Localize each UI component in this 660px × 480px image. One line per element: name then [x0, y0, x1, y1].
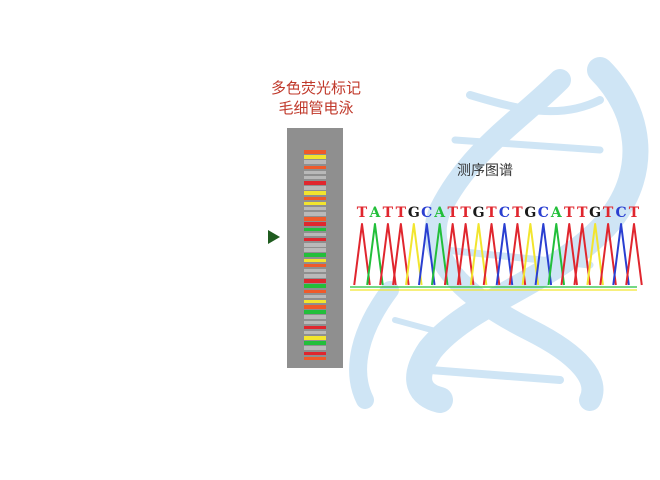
base-call: T	[460, 205, 471, 221]
band-orange	[304, 305, 326, 309]
base-call: T	[356, 205, 368, 221]
peak-T	[456, 223, 475, 286]
band-gray	[304, 206, 326, 211]
peak-C	[417, 223, 436, 286]
peak-T	[599, 223, 617, 286]
peak-T	[392, 223, 410, 286]
band-green	[304, 253, 326, 257]
base-call: T	[512, 205, 523, 221]
capillary-title-line2: 毛细管电泳	[278, 99, 354, 117]
band-green	[304, 310, 326, 314]
base-call: G	[407, 205, 420, 221]
band-green	[304, 227, 326, 232]
base-call: A	[369, 205, 381, 221]
band-red	[304, 222, 326, 226]
band-gray	[304, 232, 326, 237]
base-call: T	[447, 205, 458, 221]
band-gray	[304, 320, 326, 325]
peak-T	[482, 223, 501, 286]
band-red	[304, 237, 326, 242]
band-red	[304, 325, 326, 330]
base-call: C	[498, 205, 511, 221]
base-call: T	[486, 205, 497, 221]
peak-A	[366, 223, 384, 286]
band-yellow	[304, 258, 326, 263]
peak-G	[521, 223, 540, 286]
base-call: C	[537, 205, 549, 221]
peak-T	[573, 223, 591, 286]
base-call: A	[434, 205, 446, 221]
band-orange	[304, 196, 326, 201]
band-gray	[304, 274, 326, 278]
band-orange	[304, 217, 326, 221]
band-gray	[304, 330, 326, 335]
band-yellow	[304, 336, 326, 340]
base-call: T	[564, 205, 575, 221]
play-arrow-icon	[268, 230, 280, 244]
base-call: T	[602, 205, 614, 221]
band-yellow	[304, 201, 326, 206]
peak-C	[495, 223, 514, 286]
base-call: T	[382, 205, 394, 221]
peak-A	[547, 223, 566, 286]
peak-A	[430, 223, 449, 286]
peak-T	[625, 223, 643, 286]
band-gray	[304, 170, 326, 175]
capillary-gel-column	[287, 128, 343, 368]
band-yellow	[304, 155, 326, 159]
band-gray	[304, 294, 326, 299]
base-call: T	[576, 205, 588, 221]
band-yellow	[304, 299, 326, 304]
peak-T	[560, 223, 579, 286]
peak-C	[534, 223, 553, 286]
band-gray	[304, 243, 326, 247]
band-green	[304, 284, 326, 288]
band-gray	[304, 160, 326, 164]
band-orange	[304, 263, 326, 268]
base-call: T	[628, 205, 640, 221]
band-gray	[304, 346, 326, 350]
peak-T	[508, 223, 527, 286]
band-red	[304, 351, 326, 356]
peak-T	[443, 223, 462, 286]
band-gray	[304, 212, 326, 216]
band-gray	[304, 175, 326, 180]
peak-T	[379, 223, 397, 286]
peak-C	[612, 223, 630, 286]
base-call: G	[524, 205, 537, 221]
peak-G	[405, 223, 423, 286]
band-yellow	[304, 191, 326, 195]
band-red	[304, 181, 326, 185]
base-call: G	[589, 205, 602, 221]
peak-G	[469, 223, 488, 286]
base-call: T	[395, 205, 407, 221]
base-call: G	[472, 205, 485, 221]
band-orange	[304, 165, 326, 169]
band-orange	[304, 289, 326, 294]
base-call: C	[615, 205, 627, 221]
base-call: A	[550, 205, 562, 221]
band-gray	[304, 186, 326, 190]
band-gray	[304, 268, 326, 273]
band-gray	[304, 248, 326, 252]
band-orange	[304, 150, 326, 154]
fluorescent-bands	[304, 150, 326, 362]
peak-G	[586, 223, 604, 286]
band-orange	[304, 356, 326, 361]
base-call: C	[421, 205, 433, 221]
band-red	[304, 279, 326, 283]
peak-T	[353, 223, 371, 286]
chromatogram-peaks	[350, 223, 643, 291]
band-green	[304, 341, 326, 345]
band-gray	[304, 315, 326, 319]
capillary-title-line1: 多色荧光标记	[270, 79, 361, 97]
sequencing-chart-title: 测序图谱	[457, 163, 513, 179]
